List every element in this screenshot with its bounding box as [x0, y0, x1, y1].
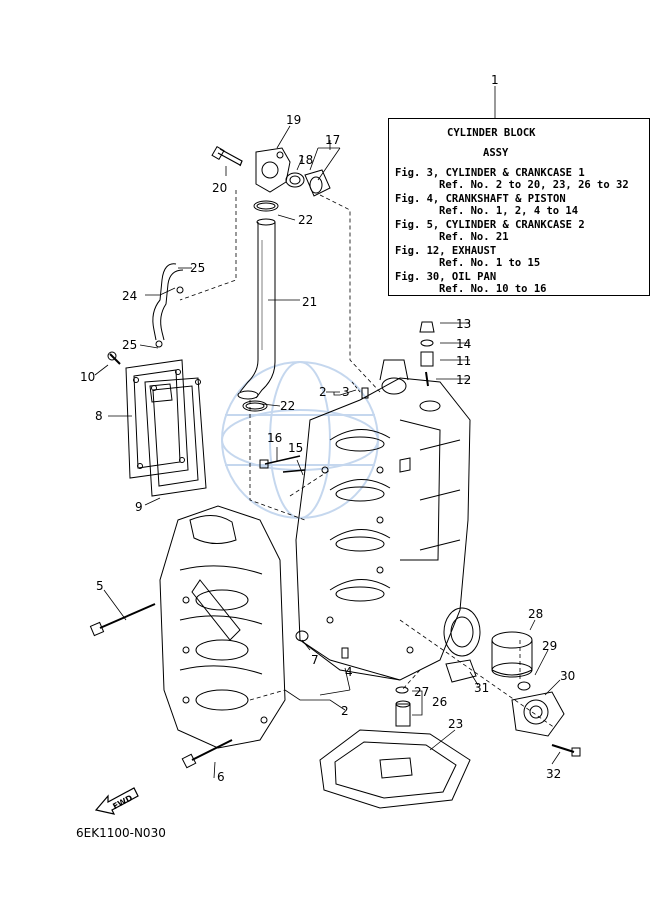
gasket-31 — [445, 659, 477, 683]
cylinder-block — [295, 359, 481, 681]
legend-box: CYLINDER BLOCK ASSY Fig. 3, CYLINDER & C… — [388, 118, 650, 296]
callout-13: 13 — [456, 317, 472, 331]
pin-4 — [341, 647, 349, 659]
callout-2: 2 — [319, 385, 327, 399]
oil-filter-assembly — [491, 631, 581, 757]
callout-27: 27 — [414, 685, 430, 699]
callout-30: 30 — [560, 669, 576, 683]
leader-lines — [94, 86, 561, 779]
callout-10: 10 — [80, 370, 96, 384]
sleeve-26-27 — [395, 686, 411, 727]
callout-16: 16 — [267, 431, 283, 445]
callout-15: 15 — [288, 441, 304, 455]
plug-stack — [419, 321, 435, 387]
callout-8: 8 — [95, 409, 103, 423]
callout-5: 5 — [96, 579, 104, 593]
legend-fig-line: Fig. 3, CYLINDER & CRANKCASE 1 — [395, 167, 585, 179]
cover-and-gasket — [107, 351, 207, 497]
small-hose — [152, 263, 184, 348]
callout-24: 24 — [122, 289, 138, 303]
bolt-5 — [89, 603, 156, 637]
callout-6: 6 — [217, 770, 225, 784]
callout-21: 21 — [302, 295, 318, 309]
callout-17: 17 — [325, 133, 341, 147]
legend-fig-line: Fig. 12, EXHAUST — [395, 245, 497, 257]
callout-3: 3 — [342, 385, 350, 399]
callout-18: 18 — [298, 153, 314, 167]
callout-7: 7 — [311, 653, 319, 667]
callout-14: 14 — [456, 337, 472, 351]
legend-subtitle: ASSY — [483, 147, 509, 159]
callout-22: 22 — [298, 213, 314, 227]
legend-ref-line: Ref. No. 10 to 16 — [439, 283, 547, 295]
legend-fig-line: Fig. 4, CRANKSHAFT & PISTON — [395, 193, 566, 205]
callout-12: 12 — [456, 373, 472, 387]
gasket-23 — [319, 729, 471, 809]
callout-20: 20 — [212, 181, 228, 195]
callout-26: 26 — [432, 695, 448, 709]
legend-ref-line: Ref. No. 21 — [439, 231, 509, 243]
callout-25: 25 — [190, 261, 206, 275]
callout-32: 32 — [546, 767, 562, 781]
dowel-pin — [361, 387, 369, 399]
callout-28: 28 — [528, 607, 544, 621]
legend-ref-line: Ref. No. 1, 2, 4 to 14 — [439, 205, 579, 217]
callout-11: 11 — [456, 354, 472, 368]
callout-22: 22 — [280, 399, 296, 413]
water-hose — [237, 200, 279, 412]
callout-1: 1 — [491, 73, 499, 87]
legend-title: CYLINDER BLOCK — [447, 127, 536, 139]
callout-29: 29 — [542, 639, 558, 653]
bolt-6 — [181, 739, 233, 769]
bolts-15-16 — [259, 455, 306, 473]
figure-code: 6EK1100-N030 — [76, 826, 166, 840]
callout-9: 9 — [135, 500, 143, 514]
fwd-arrow-icon: FWD — [94, 787, 139, 815]
legend-fig-line: Fig. 30, OIL PAN — [395, 271, 497, 283]
thermostat-housing — [211, 145, 331, 197]
callout-23: 23 — [448, 717, 464, 731]
crankcase — [159, 505, 286, 749]
legend-fig-line: Fig. 5, CYLINDER & CRANKCASE 2 — [395, 219, 585, 231]
callout-2: 2 — [341, 704, 349, 718]
o-ring-7 — [295, 630, 309, 642]
callout-19: 19 — [286, 113, 302, 127]
legend-ref-line: Ref. No. 2 to 20, 23, 26 to 32 — [439, 179, 629, 191]
callout-25: 25 — [122, 338, 138, 352]
callout-31: 31 — [474, 681, 490, 695]
legend-ref-line: Ref. No. 1 to 15 — [439, 257, 541, 269]
callout-4: 4 — [345, 665, 353, 679]
